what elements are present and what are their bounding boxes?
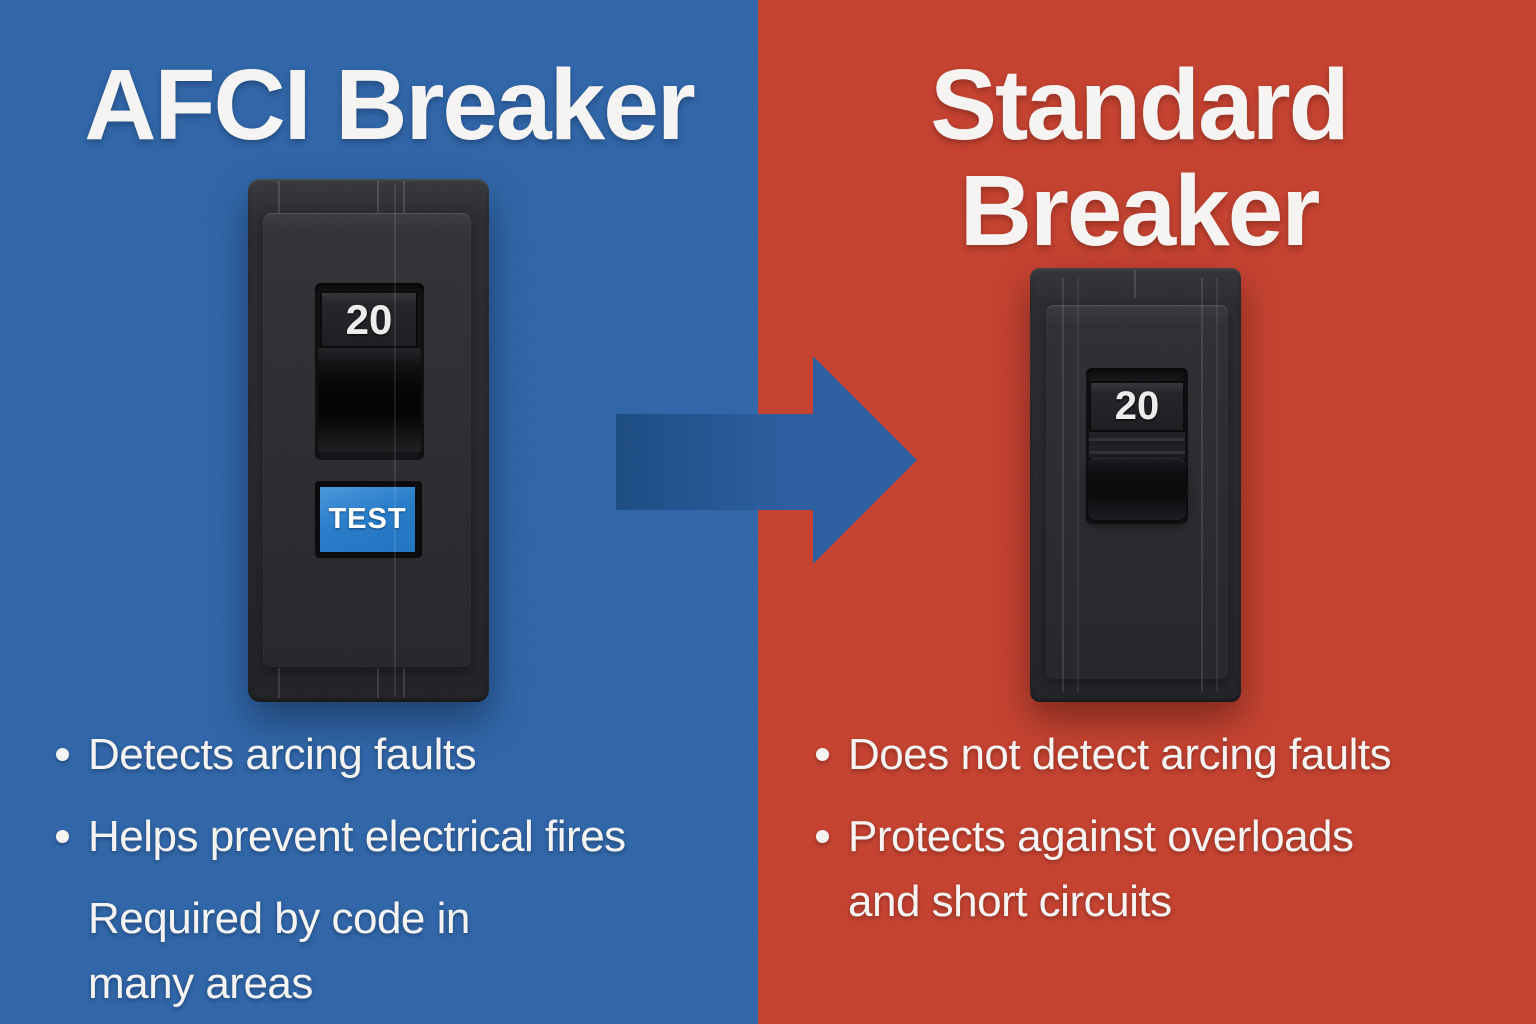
scratch-line	[1216, 278, 1218, 692]
scratch-line	[394, 185, 396, 697]
standard-amp-rating-label: 20	[1089, 381, 1185, 432]
standard-title: Standard Breaker	[750, 52, 1528, 264]
right-arrow-icon	[813, 356, 917, 564]
bullet-text: Detects arcing faults	[88, 722, 477, 787]
list-item: Helps prevent electrical fires	[56, 804, 626, 869]
bullet-text: Helps prevent electrical fires	[88, 804, 626, 869]
afci-test-button: TEST	[320, 487, 415, 552]
bullet-dot	[56, 748, 69, 761]
mold-seam	[278, 668, 280, 698]
bullet-line: Detects arcing faults	[88, 730, 477, 779]
bullet-text: Does not detect arcing faults	[848, 722, 1392, 787]
scratch-line	[1077, 278, 1079, 692]
bullet-dot	[816, 748, 829, 761]
standard-toggle-ridges	[1089, 432, 1185, 458]
standard-title-line2: Breaker	[959, 155, 1321, 267]
afci-amp-rating-label: 20	[320, 291, 418, 348]
bullet-dot	[816, 830, 829, 843]
list-item: Protects against overloads and short cir…	[816, 804, 1391, 934]
bullet-line: and short circuits	[848, 877, 1172, 926]
scratch-line	[1062, 278, 1064, 692]
bullet-line: Required by code in	[88, 894, 470, 943]
afci-title: AFCI Breaker	[84, 49, 696, 161]
bullet-dot	[56, 830, 69, 843]
list-item: Does not detect arcing faults	[816, 722, 1392, 787]
mold-seam	[377, 668, 379, 698]
standard-title-line1: Standard	[930, 49, 1349, 161]
mold-seam	[377, 181, 379, 213]
mold-seam	[278, 181, 280, 213]
mold-seam	[403, 668, 405, 698]
list-item: Detects arcing faults	[56, 722, 626, 787]
standard-bullet-list: Does not detect arcing faults Protects a…	[816, 722, 1392, 951]
bullet-line: Helps prevent electrical fires	[88, 812, 626, 861]
bullet-line: Protects against overloads	[848, 812, 1354, 861]
afci-toggle-handle	[318, 348, 421, 452]
bullet-line: Does not detect arcing faults	[848, 730, 1392, 779]
afci-test-button-bezel: TEST	[315, 481, 422, 558]
scratch-line	[1201, 278, 1203, 692]
afci-bullet-list: Detects arcing faults Helps prevent elec…	[56, 722, 626, 1024]
bullet-text: Protects against overloads and short cir…	[848, 804, 1354, 934]
standard-toggle-handle	[1088, 458, 1186, 520]
bullet-line: many areas	[88, 959, 313, 1008]
list-item: Required by code in many areas	[56, 886, 626, 1016]
bullet-text: Required by code in many areas	[88, 886, 470, 1016]
mold-seam	[1134, 270, 1136, 298]
mold-seam	[403, 181, 405, 213]
right-arrow-shaft	[616, 414, 814, 510]
afci-breaker-photo: 20 TEST	[248, 179, 489, 702]
standard-breaker-photo: 20	[1030, 268, 1241, 702]
